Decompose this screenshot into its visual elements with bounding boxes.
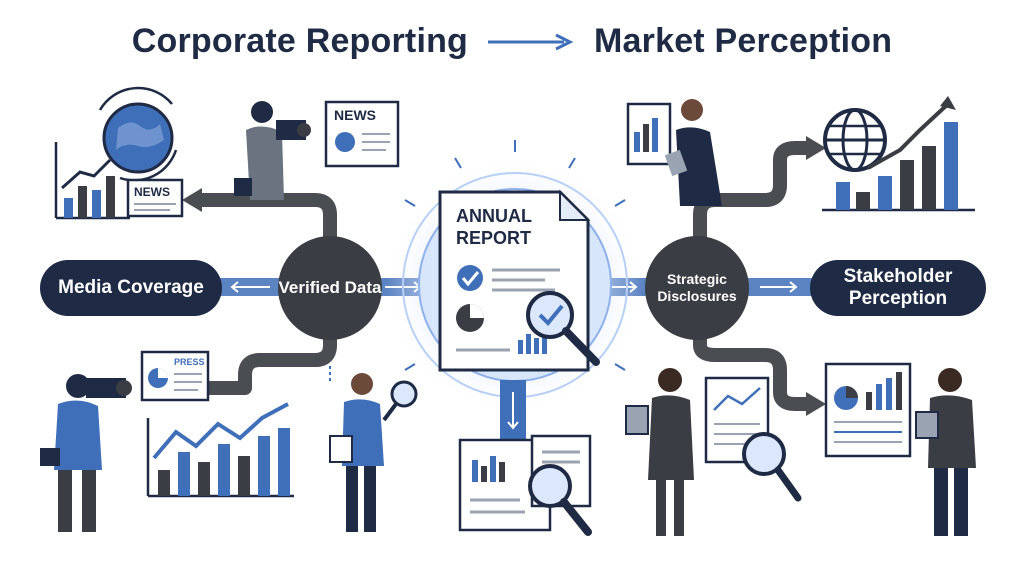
businesswoman-figure [625, 368, 694, 536]
presenter-figure [915, 368, 976, 536]
media-coverage-label: Media Coverage [58, 277, 204, 299]
stakeholder-perception-label: Stakeholder Perception [843, 266, 953, 309]
news-top-label: NEWS [334, 107, 376, 123]
media-coverage-node: Media Coverage [40, 260, 222, 316]
news-card-left: NEWS [126, 178, 184, 218]
documents-bottom-center [458, 434, 592, 536]
report-down-arrow-icon [507, 392, 519, 430]
verified-data-hub: Verified Data [278, 236, 382, 340]
glow-rays [404, 140, 626, 371]
globe-chart-top-right [822, 96, 975, 212]
report-title-line2: REPORT [456, 228, 531, 248]
strategic-disclosures-label: Strategic Disclosures [657, 271, 737, 304]
news-card-top: NEWS [324, 100, 400, 168]
analyst-figure-top-right [626, 99, 722, 206]
press-label: PRESS [174, 357, 205, 367]
globe-chart-top-left [54, 86, 178, 220]
annual-report-document: ANNUAL REPORT [438, 189, 600, 372]
arrowhead-right-top [806, 136, 826, 160]
press-card: PRESS [140, 350, 210, 402]
report-title-line1: ANNUAL [456, 206, 532, 226]
news-left-label: NEWS [134, 185, 170, 199]
arrowhead-right-bottom [806, 392, 826, 416]
strategic-disclosures-hub: Strategic Disclosures [645, 236, 749, 340]
stakeholder-perception-node: Stakeholder Perception [810, 260, 986, 316]
verified-data-label: Verified Data [278, 277, 382, 297]
arrowhead-left-top [182, 188, 202, 212]
page-title: Corporate Reporting Market Perception [0, 22, 1024, 61]
title-left: Corporate Reporting [131, 22, 469, 60]
bar-chart-bottom-left [146, 402, 294, 498]
photographer-figure [234, 101, 311, 200]
cameraman-figure [40, 374, 132, 532]
title-right: Market Perception [594, 22, 893, 60]
spreadsheet-document [704, 376, 802, 502]
dashboard-board [824, 362, 912, 458]
title-arrow-icon [488, 33, 574, 50]
researcher-figure [329, 373, 418, 532]
